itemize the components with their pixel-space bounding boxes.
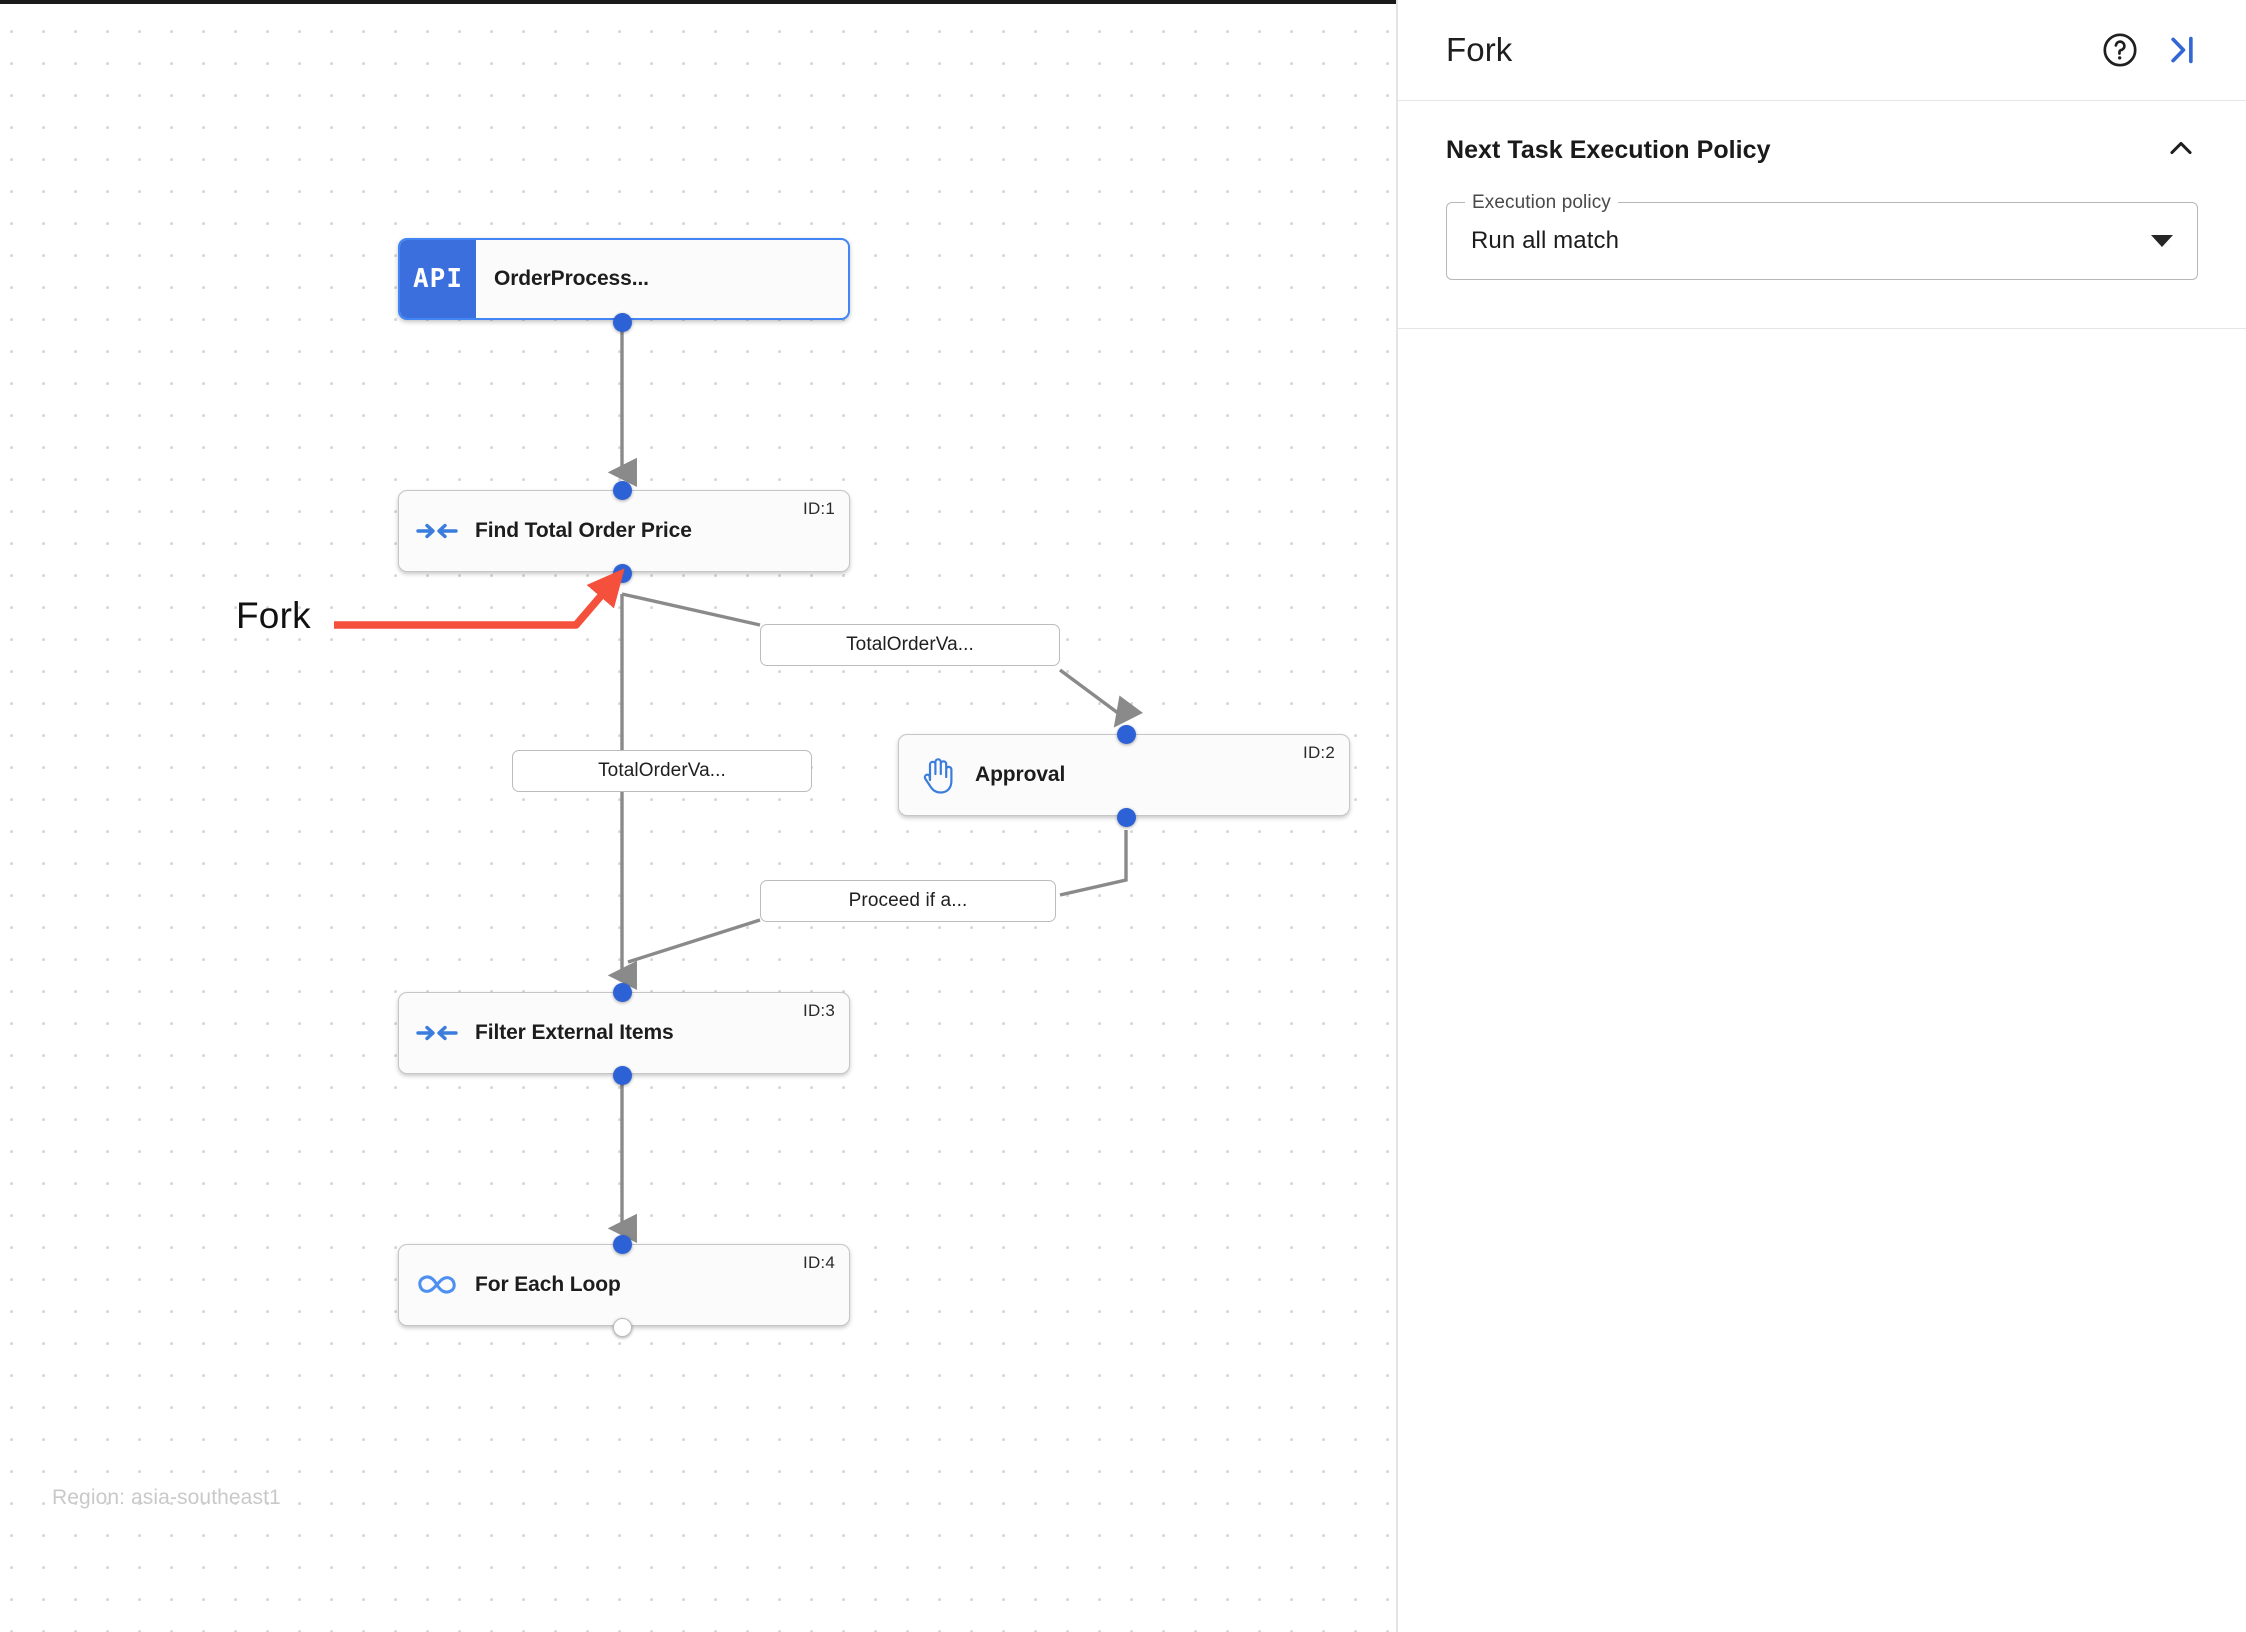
handle-foreach-in[interactable] <box>613 1235 632 1254</box>
edge-label-proceed-if-approved[interactable]: Proceed if a... <box>760 880 1056 922</box>
help-circle-icon[interactable] <box>2098 28 2142 72</box>
execution-policy-value: Run all match <box>1471 227 1620 254</box>
policy-section-header[interactable]: Next Task Execution Policy <box>1446 131 2198 170</box>
node-find-total-order-price[interactable]: Find Total Order Price ID:1 <box>398 490 850 572</box>
edge-label-total-order-value-approval[interactable]: TotalOrderVa... <box>760 624 1060 666</box>
hand-approval-icon <box>899 756 975 794</box>
node-filter-external-items[interactable]: Filter External Items ID:3 <box>398 992 850 1074</box>
canvas-top-rule <box>0 0 1396 4</box>
node-label: Approval <box>975 763 1066 786</box>
chevron-up-icon[interactable] <box>2164 131 2198 170</box>
merge-arrows-icon <box>399 1019 475 1047</box>
panel-empty-body <box>1398 329 2246 1632</box>
node-id-badge: ID:3 <box>803 1001 835 1020</box>
node-id-badge: ID:2 <box>1303 743 1335 762</box>
handle-approval-out[interactable] <box>1117 808 1136 827</box>
collapse-panel-icon[interactable] <box>2160 28 2204 72</box>
node-approval[interactable]: Approval ID:2 <box>898 734 1350 816</box>
node-label: Filter External Items <box>475 1021 674 1044</box>
workflow-canvas[interactable]: API OrderProcess... Find Total Order Pri… <box>0 0 1398 1632</box>
handle-foreach-out[interactable] <box>613 1318 632 1337</box>
handle-order-process-out[interactable] <box>613 313 632 332</box>
infinity-loop-icon <box>399 1272 475 1298</box>
handle-filter-out[interactable] <box>613 1066 632 1085</box>
chevron-down-icon[interactable] <box>2151 235 2173 247</box>
handle-approval-in[interactable] <box>1117 725 1136 744</box>
region-label: Region: asia-southeast1 <box>52 1486 281 1509</box>
node-label: OrderProcess... <box>494 267 649 290</box>
handle-filter-in[interactable] <box>613 983 632 1002</box>
merge-arrows-icon <box>399 517 475 545</box>
node-order-process[interactable]: API OrderProcess... <box>398 238 850 320</box>
node-for-each-loop[interactable]: For Each Loop ID:4 <box>398 1244 850 1326</box>
handle-find-total-out-fork[interactable] <box>613 564 632 583</box>
properties-panel: Fork Next Task Execution Policy <box>1398 0 2246 1632</box>
policy-section-title: Next Task Execution Policy <box>1446 136 1771 164</box>
execution-policy-label: Execution policy <box>1465 192 1618 214</box>
api-badge-icon: API <box>400 240 476 318</box>
node-id-badge: ID:4 <box>803 1253 835 1272</box>
panel-header: Fork <box>1398 0 2246 101</box>
next-task-execution-policy-section: Next Task Execution Policy Execution pol… <box>1398 101 2246 329</box>
node-id-badge: ID:1 <box>803 499 835 518</box>
handle-find-total-in[interactable] <box>613 481 632 500</box>
node-label: Find Total Order Price <box>475 519 692 542</box>
annotation-label: Fork <box>236 595 311 636</box>
node-label: For Each Loop <box>475 1273 621 1296</box>
panel-title: Fork <box>1446 31 1513 68</box>
execution-policy-select[interactable]: Execution policy Run all match <box>1446 192 2198 280</box>
edge-label-total-order-value-filter[interactable]: TotalOrderVa... <box>512 750 812 792</box>
